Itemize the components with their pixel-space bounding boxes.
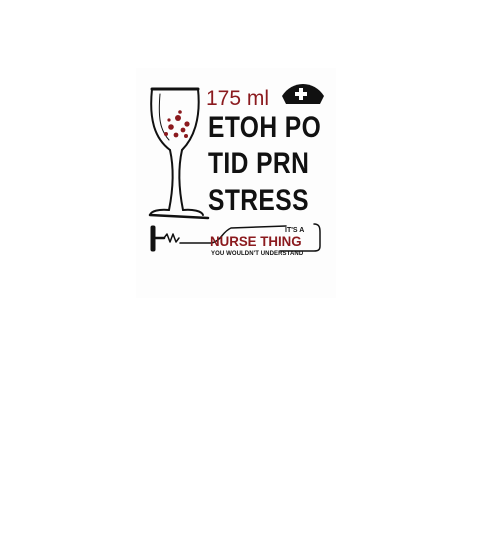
headline-line-2: TID PRN [208, 147, 310, 180]
headline-line-1: ETOH PO [208, 111, 322, 144]
design-artwork [148, 84, 324, 252]
bottle-outline [148, 213, 321, 252]
its-a-text: IT'S A [285, 227, 305, 234]
subtitle-text: YOU WOULDN'T UNDERSTAND [211, 251, 304, 257]
corkscrew-icon [150, 225, 180, 252]
wine-glass-icon [149, 87, 204, 216]
nurse-thing-text: NURSE THING [210, 233, 302, 249]
nurse-cap-icon [282, 84, 324, 104]
wine-bubbles [164, 110, 190, 138]
headline-line-3: STRESS [208, 184, 309, 217]
nurse-design: 175 ml ETOH PO TID PRN STRESS IT'S A NUR… [136, 68, 336, 298]
volume-text: 175 ml [206, 87, 270, 110]
